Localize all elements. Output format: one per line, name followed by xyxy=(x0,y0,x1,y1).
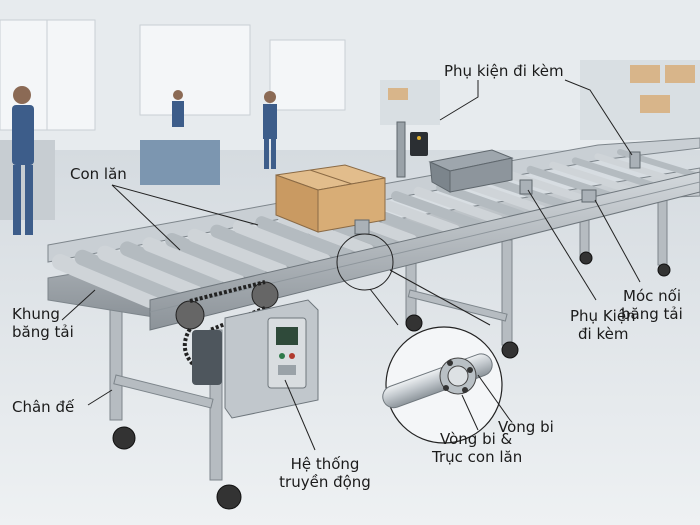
label-he-thong-2: truyền động xyxy=(279,473,371,491)
control-cabinet xyxy=(224,299,319,419)
label-phu-kien-mid-1: Phụ Kiện xyxy=(570,307,636,325)
roller xyxy=(571,157,655,189)
conveyor-frame-front xyxy=(149,171,700,331)
sensor-post xyxy=(396,121,428,178)
label-vong-bi-truc-1: Vòng bi & xyxy=(440,430,513,448)
roller xyxy=(52,254,158,308)
label-vong-bi-truc-2: Trục con lăn xyxy=(432,448,523,466)
roller xyxy=(255,216,353,262)
label-moc-noi-1: Móc nối xyxy=(623,287,681,305)
label-chan-de: Chân đế xyxy=(12,398,75,416)
roller xyxy=(391,191,482,230)
label-phu-kien-mid-2: đi kèm xyxy=(578,325,629,343)
roller xyxy=(97,245,202,298)
roller xyxy=(165,233,266,282)
label-khung-1: Khung xyxy=(12,305,60,323)
callout-magnifier xyxy=(336,233,503,444)
conveyor-brackets xyxy=(354,151,641,235)
label-moc-noi-2: băng tải xyxy=(621,305,683,323)
roller xyxy=(187,228,288,277)
roller xyxy=(368,195,461,236)
drive-chain xyxy=(175,280,279,385)
cardboard-box xyxy=(275,164,386,233)
roller xyxy=(74,249,180,303)
plastic-tray xyxy=(428,149,514,193)
roller xyxy=(436,182,526,220)
roller xyxy=(549,161,634,194)
label-phu-kien-top: Phụ kiện đi kèm xyxy=(444,62,564,80)
caster-wheels xyxy=(112,251,671,510)
label-khung-2: băng tải xyxy=(12,323,74,341)
roller xyxy=(119,241,223,293)
roller xyxy=(413,186,504,225)
leader-lines xyxy=(61,79,641,451)
label-vong-bi: Vòng bi xyxy=(498,418,554,436)
roller xyxy=(142,237,245,288)
roller xyxy=(210,224,310,272)
roller xyxy=(504,170,590,204)
label-he-thong-1: Hệ thống xyxy=(290,455,360,473)
label-con-lan: Con lăn xyxy=(70,165,127,183)
roller xyxy=(232,220,331,267)
